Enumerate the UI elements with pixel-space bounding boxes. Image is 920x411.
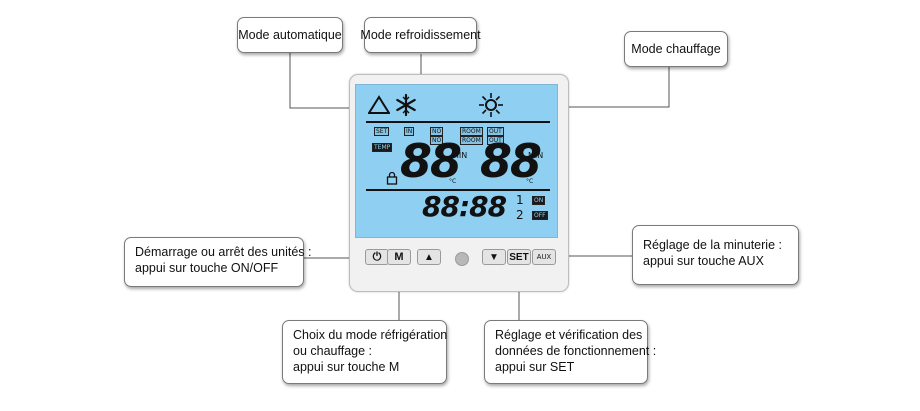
sun-icon: [479, 93, 503, 117]
tag-room-2: ROOM: [460, 136, 483, 145]
callout-start-stop: Démarrage ou arrêt des unités : appui su…: [124, 237, 312, 287]
unit-c-right: °C: [526, 178, 534, 185]
tag-no: NO: [430, 127, 444, 136]
callout-line: appui sur touche ON/OFF: [135, 261, 279, 275]
arrow-down-icon: ▼: [489, 251, 499, 263]
arrow-up-icon: ▲: [424, 251, 434, 263]
callout-line: appui sur touche M: [293, 360, 400, 374]
tag-room: ROOM: [460, 127, 483, 136]
lock-icon: [386, 171, 398, 185]
callout-line: Démarrage ou arrêt des unités :: [135, 245, 312, 259]
tag-set: SET: [374, 127, 390, 136]
tag-off: OFF: [532, 211, 548, 220]
triangle-auto-icon: [368, 95, 390, 114]
callout-mode-choice: Choix du mode réfrigération ou chauffage…: [282, 320, 447, 384]
callout-timer: Réglage de la minuterie : appui sur touc…: [632, 225, 799, 285]
callout-line: Choix du mode réfrigération: [293, 328, 448, 342]
status-led: [455, 252, 469, 266]
unit-c-left: °C: [449, 178, 457, 185]
callout-mode-auto: Mode automatique: [237, 17, 343, 53]
callout-line: Réglage et vérification des: [495, 328, 643, 342]
digits-left: 88: [400, 134, 462, 188]
unit-min-right: MIN: [528, 151, 544, 160]
callout-settings-check: Réglage et vérification des données de f…: [484, 320, 657, 384]
digits-right: 88: [480, 134, 542, 188]
lcd-divider-top: [366, 121, 550, 123]
mode-button[interactable]: M: [387, 249, 411, 265]
down-button[interactable]: ▼: [482, 249, 506, 265]
power-icon: ⏻: [372, 250, 382, 263]
lcd-divider-bottom: [366, 189, 550, 191]
callout-mode-heating: Mode chauffage: [624, 31, 728, 67]
aux-button[interactable]: AUX: [532, 249, 556, 265]
tag-no-2: NO: [430, 136, 444, 145]
leader-auto: [289, 52, 368, 109]
set-button[interactable]: SET: [507, 249, 531, 265]
callout-mode-cooling: Mode refroidissement: [360, 17, 481, 53]
up-button[interactable]: ▲: [417, 249, 441, 265]
callout-line: données de fonctionnement :: [495, 344, 657, 358]
timer-1: 1: [516, 193, 524, 207]
callout-line: Réglage de la minuterie :: [643, 238, 782, 252]
clock-digits: 88:88: [422, 190, 507, 223]
lcd-screen: SET IN NO ROOM OUT NO ROOM OUT TEMP 88 M…: [355, 84, 558, 238]
unit-min-left: MIN: [452, 151, 468, 160]
tag-out: OUT: [487, 127, 504, 136]
timer-2: 2: [516, 208, 524, 222]
callout-line: ou chauffage :: [293, 344, 373, 358]
tag-temp: TEMP: [372, 143, 393, 152]
callout-line: appui sur SET: [495, 360, 575, 374]
snowflake-icon: [396, 93, 416, 117]
tag-in: IN: [404, 127, 415, 136]
callout-line: appui sur touche AUX: [643, 254, 764, 268]
tag-on: ON: [532, 196, 546, 205]
power-button[interactable]: ⏻: [365, 249, 389, 265]
tag-out-2: OUT: [487, 136, 504, 145]
